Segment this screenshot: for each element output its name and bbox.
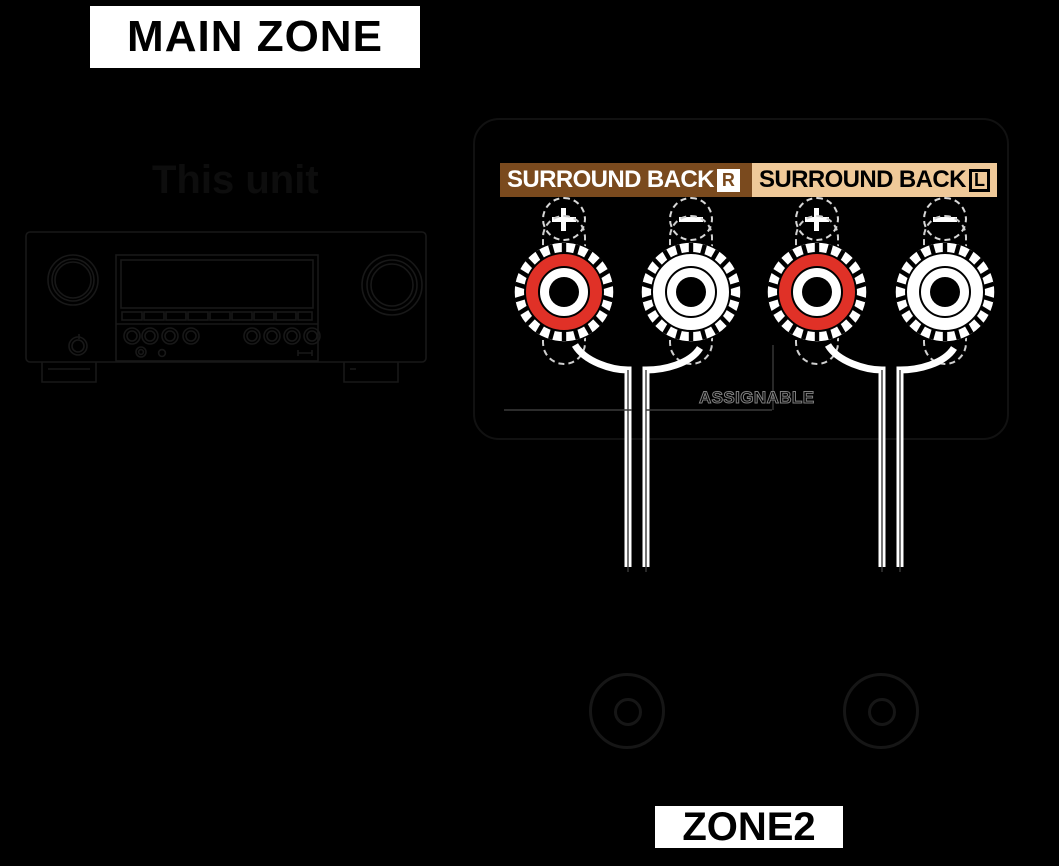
- av-receiver-illustration: [22, 228, 432, 391]
- speaker-cone-icon: [868, 698, 896, 726]
- post-banana-hole: [930, 277, 960, 307]
- channel-badge-right: R: [716, 168, 740, 192]
- post-banana-hole: [549, 277, 579, 307]
- zone2-speaker-left: [589, 673, 665, 749]
- zone2-title: ZONE2: [682, 806, 816, 848]
- post-banana-hole: [802, 277, 832, 307]
- post-inner-collar: [791, 266, 843, 318]
- zone2-title-plate: ZONE2: [655, 806, 843, 848]
- main-zone-title: MAIN ZONE: [127, 12, 383, 61]
- post-banana-hole: [676, 277, 706, 307]
- this-unit-caption: This unit: [152, 158, 319, 202]
- zone2-speaker-right: [843, 673, 919, 749]
- binding-post-surround-back-left-plus[interactable]: [765, 240, 869, 344]
- channel-badge-left: L: [968, 168, 990, 192]
- binding-post-surround-back-right-plus[interactable]: [512, 240, 616, 344]
- label-surround-back-right: SURROUND BACK R: [500, 163, 752, 197]
- terminal-label-row: SURROUND BACK R SURROUND BACK L: [500, 163, 997, 197]
- label-surround-back-left-text: SURROUND BACK: [759, 166, 966, 193]
- binding-post-surround-back-right-minus[interactable]: [639, 240, 743, 344]
- binding-post-surround-back-left-minus[interactable]: [893, 240, 997, 344]
- assignable-caption: ASSIGNABLE: [698, 388, 815, 407]
- label-surround-back-left: SURROUND BACK L: [752, 163, 997, 197]
- main-zone-title-plate: MAIN ZONE: [90, 6, 420, 68]
- label-surround-back-right-text: SURROUND BACK: [507, 166, 714, 193]
- speaker-cone-icon: [614, 698, 642, 726]
